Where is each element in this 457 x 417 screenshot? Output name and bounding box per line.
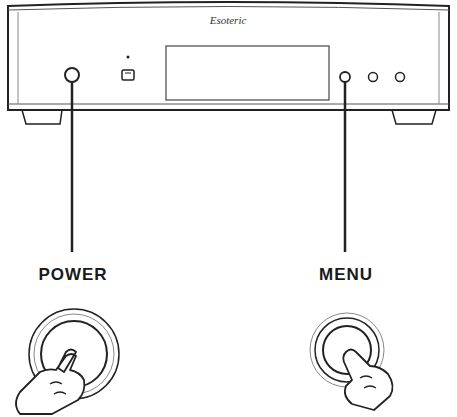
button-label: POWER bbox=[36, 265, 109, 285]
menu-button bbox=[340, 72, 350, 82]
leader-line bbox=[71, 82, 74, 252]
pressing-hand bbox=[343, 350, 392, 411]
hand-detail bbox=[50, 382, 66, 394]
pressing-hand bbox=[16, 350, 84, 415]
brand-logo: Esoteric bbox=[208, 14, 249, 26]
usb-port bbox=[125, 73, 131, 74]
top-edge bbox=[8, 7, 449, 11]
foot bbox=[22, 110, 62, 124]
leader-line bbox=[344, 82, 347, 252]
indicator bbox=[127, 56, 130, 59]
hand-detail bbox=[360, 376, 376, 388]
button bbox=[369, 73, 378, 82]
side-edge bbox=[18, 12, 19, 104]
power-button bbox=[65, 68, 79, 82]
bottom-edge bbox=[8, 104, 449, 105]
button-label: MENU bbox=[317, 265, 375, 285]
button bbox=[396, 73, 405, 82]
display-window bbox=[166, 46, 329, 100]
usb-port bbox=[122, 70, 134, 80]
side-edge bbox=[439, 12, 440, 104]
device-body bbox=[8, 2, 449, 110]
foot bbox=[392, 110, 436, 124]
